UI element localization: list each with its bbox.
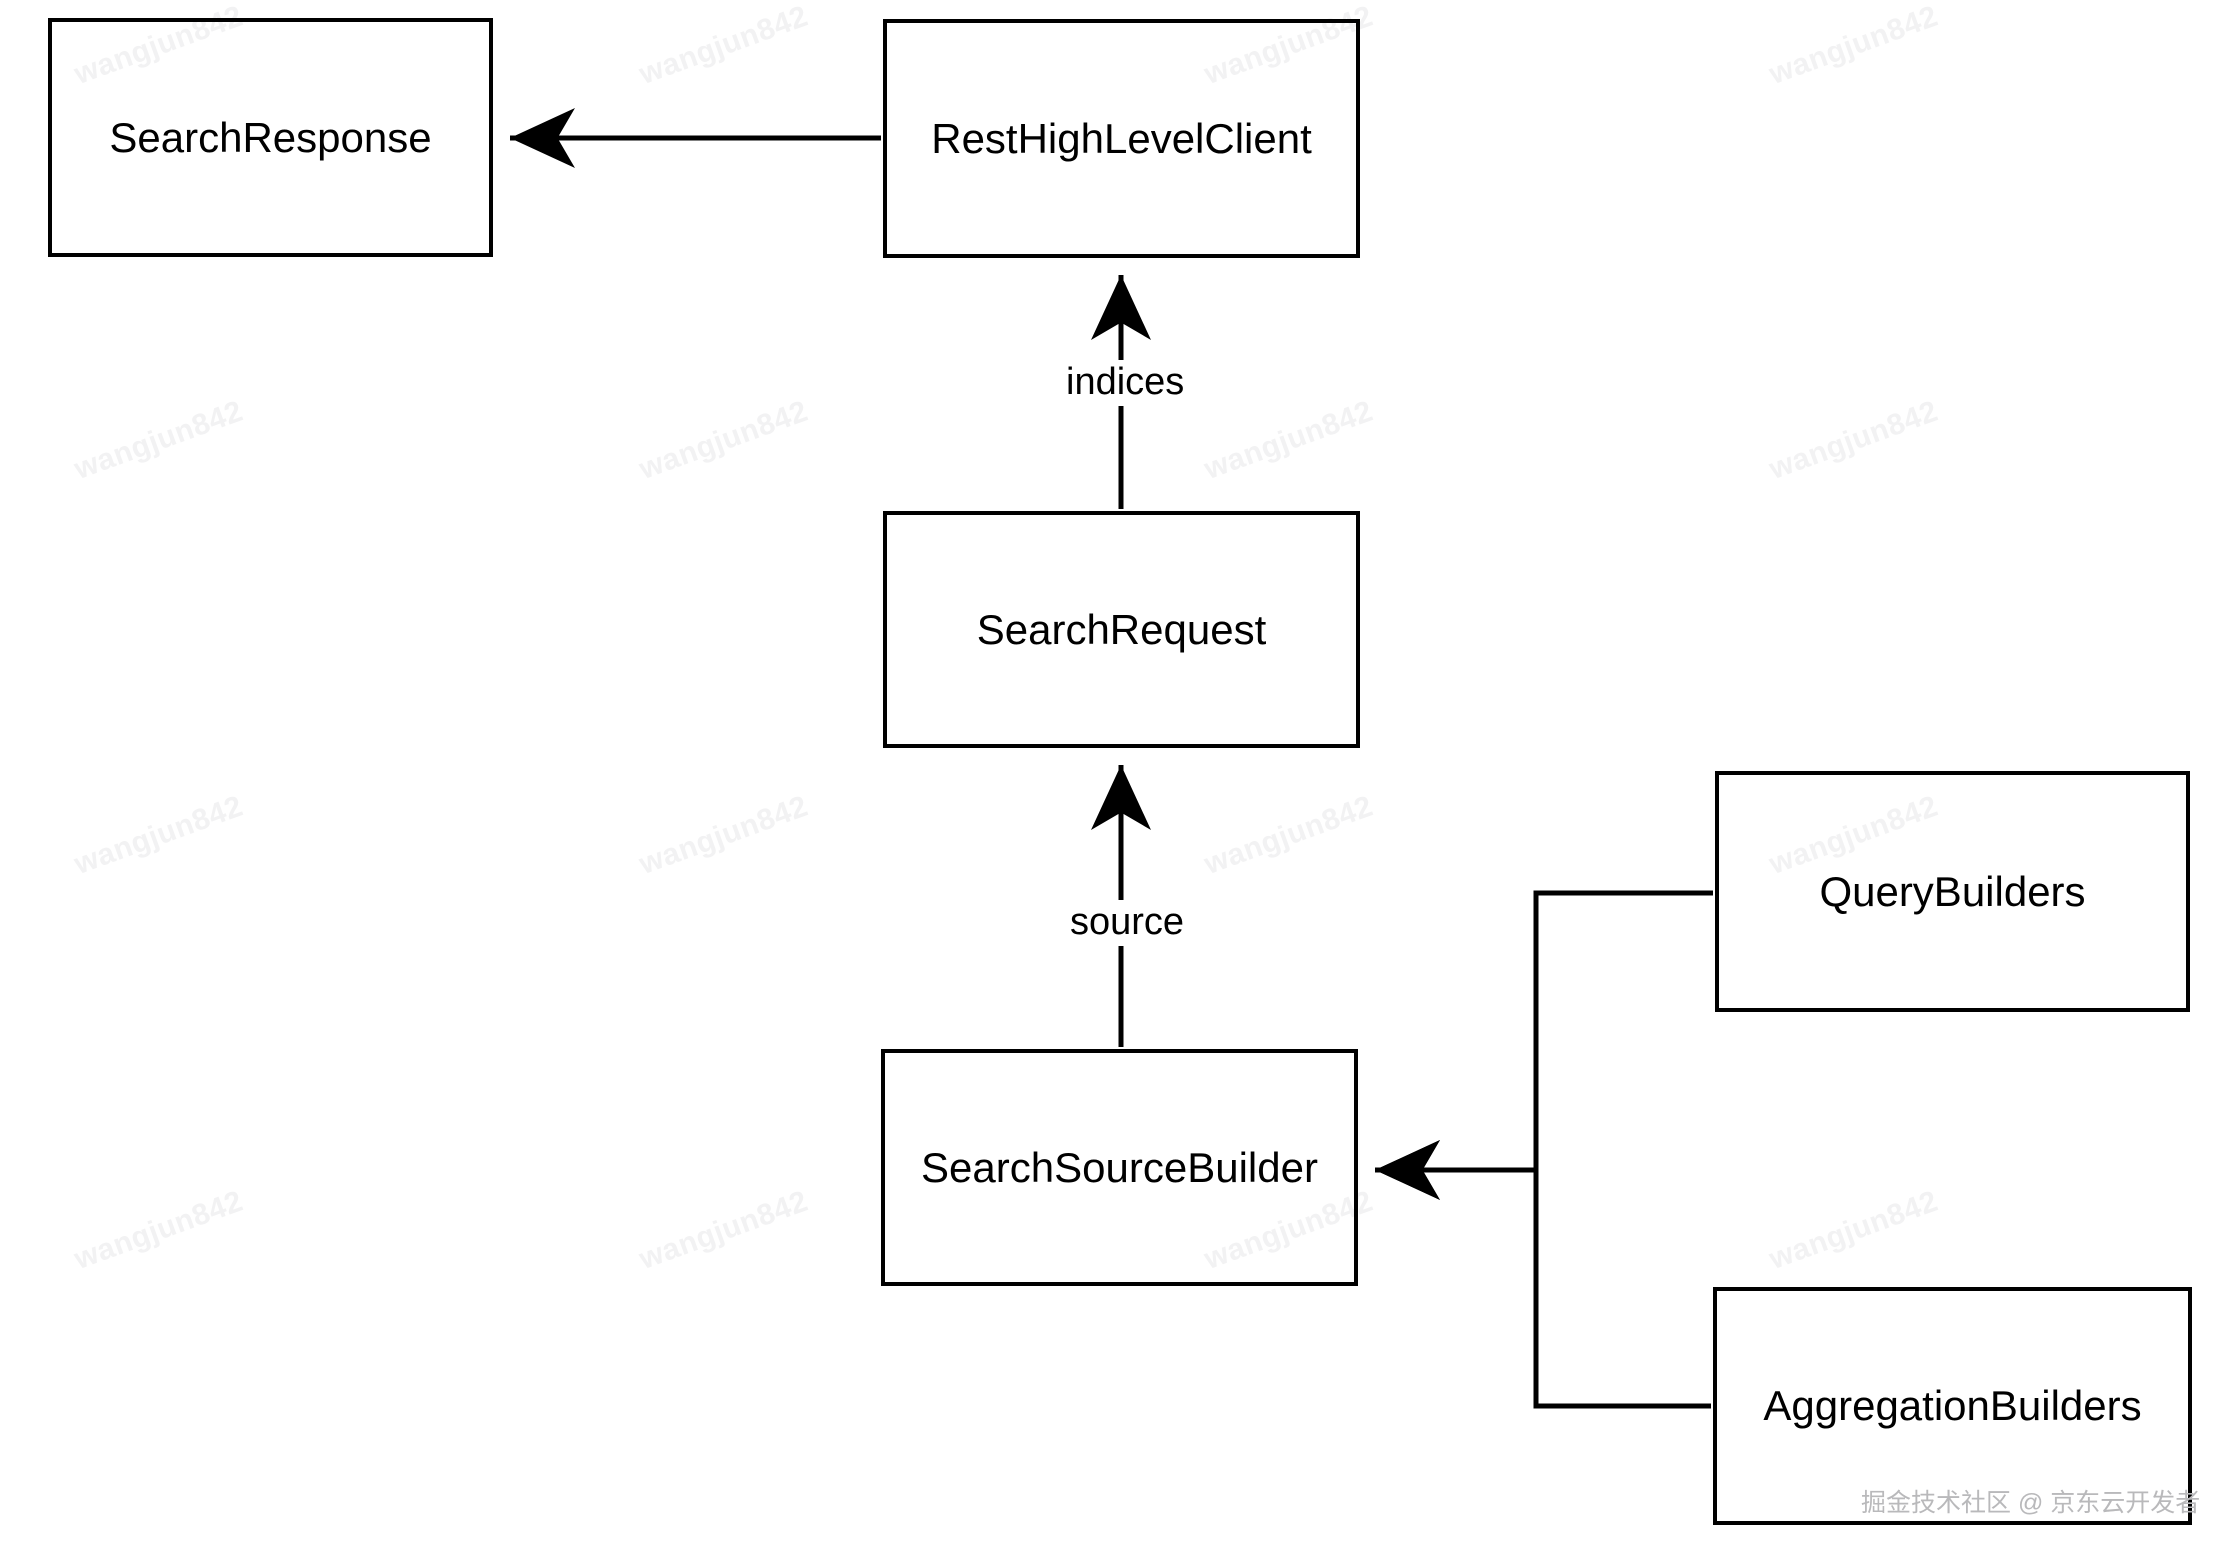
node-label-search-source-builder: SearchSourceBuilder [921,1143,1318,1191]
node-label-search-request: SearchRequest [976,605,1267,653]
node-label-query-builders: QueryBuilders [1819,867,2086,915]
node-query-builders[interactable]: QueryBuilders [1715,771,2190,1012]
credit-watermark: 掘金技术社区 @ 京东云开发者 [1861,1489,2201,1517]
node-search-response[interactable]: SearchResponse [48,18,493,257]
node-label-aggregation-builders: AggregationBuilders [1763,1382,2142,1429]
node-aggregation-builders[interactable]: AggregationBuilders [1713,1287,2192,1525]
node-label-search-response: SearchResponse [109,113,432,161]
node-search-request[interactable]: SearchRequest [883,511,1360,748]
node-search-source-builder[interactable]: SearchSourceBuilder [881,1049,1358,1286]
edge-aggregation-to-source [1375,1140,1711,1409]
edge-label-indices: indices [1056,360,1195,406]
node-rest-high-level-client[interactable]: RestHighLevelClient [883,19,1360,258]
edge-query-builders-to-source [1375,890,1713,1200]
edge-label-source: source [1060,900,1195,946]
node-label-rest-high-level-client: RestHighLevelClient [931,114,1312,162]
